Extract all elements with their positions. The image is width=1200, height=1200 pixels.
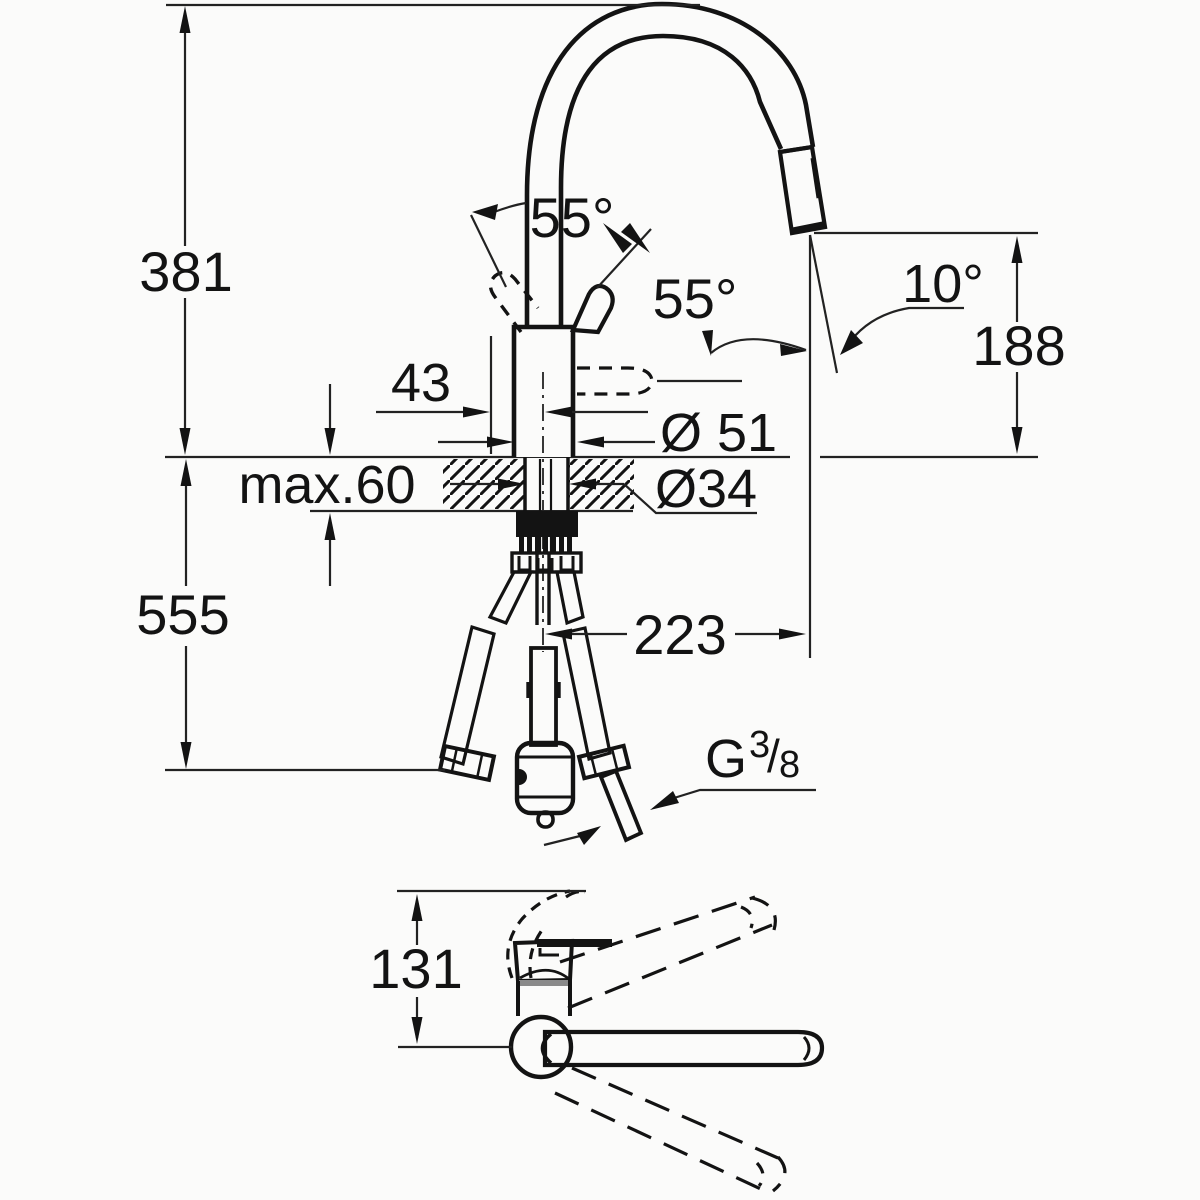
lever-dashed-horizontal bbox=[577, 366, 654, 396]
dim-thread-g38: G 3 / 8 bbox=[543, 724, 816, 847]
under-deck-assembly bbox=[437, 511, 644, 843]
dim-381-label: 381 bbox=[139, 240, 232, 303]
dim-hose-drop-555: 555 bbox=[136, 459, 445, 772]
braided-hose-left-upper bbox=[487, 570, 534, 626]
dim-deck-thickness-max60: max.60 bbox=[238, 384, 416, 586]
lever-top-view bbox=[537, 939, 612, 957]
shank-through-deck bbox=[523, 457, 570, 512]
pull-out-spray-head bbox=[777, 144, 828, 236]
dim-43-label: 43 bbox=[391, 353, 451, 413]
dim-offset-43: 43 bbox=[376, 336, 648, 454]
dim-55deg-right-label: 55° bbox=[653, 267, 738, 330]
dim-o34-label: Ø34 bbox=[655, 459, 757, 519]
spout-dashed-upper bbox=[559, 895, 777, 1010]
dim-131-label: 131 bbox=[369, 937, 462, 1000]
braided-hose-right bbox=[561, 626, 612, 762]
dim-223-label: 223 bbox=[633, 603, 726, 666]
hose-nut-right bbox=[576, 743, 632, 781]
dim-max60-label: max.60 bbox=[238, 455, 415, 515]
dim-555-label: 555 bbox=[136, 583, 229, 646]
handle-dashed-raised bbox=[506, 889, 586, 979]
dim-lever-swing-right-55: 55° bbox=[653, 267, 807, 383]
spout-dashed-lower bbox=[554, 1066, 787, 1193]
hose-nut-left bbox=[437, 743, 497, 783]
braided-hose-left bbox=[439, 624, 496, 767]
dim-o51-label: Ø 51 bbox=[660, 403, 777, 463]
braided-hose-right-upper bbox=[555, 570, 585, 626]
thread-numerator: 3 bbox=[749, 724, 770, 766]
dim-spray-angle-10: 10° bbox=[840, 254, 984, 355]
hose-weight bbox=[514, 740, 576, 829]
thread-denominator: 8 bbox=[779, 744, 800, 786]
spout-arch bbox=[527, 4, 813, 195]
top-view-body bbox=[512, 938, 575, 1016]
mounting-ribs bbox=[519, 537, 572, 554]
hose-connector-block bbox=[510, 551, 583, 574]
dim-188-label: 188 bbox=[972, 314, 1065, 377]
dim-body-diameter-51: Ø 51 bbox=[438, 403, 777, 463]
faucet-body bbox=[514, 327, 573, 457]
dim-10deg-label: 10° bbox=[902, 254, 984, 314]
spout-inner-cap bbox=[540, 1032, 553, 1065]
dim-hole-diameter-34: Ø34 bbox=[450, 459, 757, 519]
lever-solid-right bbox=[569, 283, 615, 335]
pullout-hose-lower bbox=[529, 646, 558, 747]
dim-top-view-131: 131 bbox=[369, 889, 586, 1049]
dim-lever-swing-left-55: 55° bbox=[470, 186, 652, 289]
dim-55deg-left-label: 55° bbox=[530, 186, 615, 249]
thread-slash: / bbox=[767, 730, 780, 782]
dim-spout-reach-223: 223 bbox=[545, 603, 806, 666]
top-view: 131 bbox=[369, 889, 825, 1193]
spout-end-cap bbox=[802, 1035, 811, 1061]
lever-dashed-left bbox=[488, 270, 540, 334]
spray-axis-10deg bbox=[808, 234, 839, 374]
spout-solid bbox=[542, 1029, 825, 1068]
dim-outlet-height-188: 188 bbox=[972, 236, 1066, 454]
hose-end-right bbox=[598, 768, 644, 843]
thread-g-label: G bbox=[705, 729, 747, 789]
dim-total-height-381: 381 bbox=[139, 3, 700, 455]
front-view: 381 555 max.60 43 Ø 51 bbox=[136, 1, 1066, 847]
pullout-hose-upper bbox=[535, 554, 551, 625]
mounting-nut bbox=[516, 511, 578, 537]
